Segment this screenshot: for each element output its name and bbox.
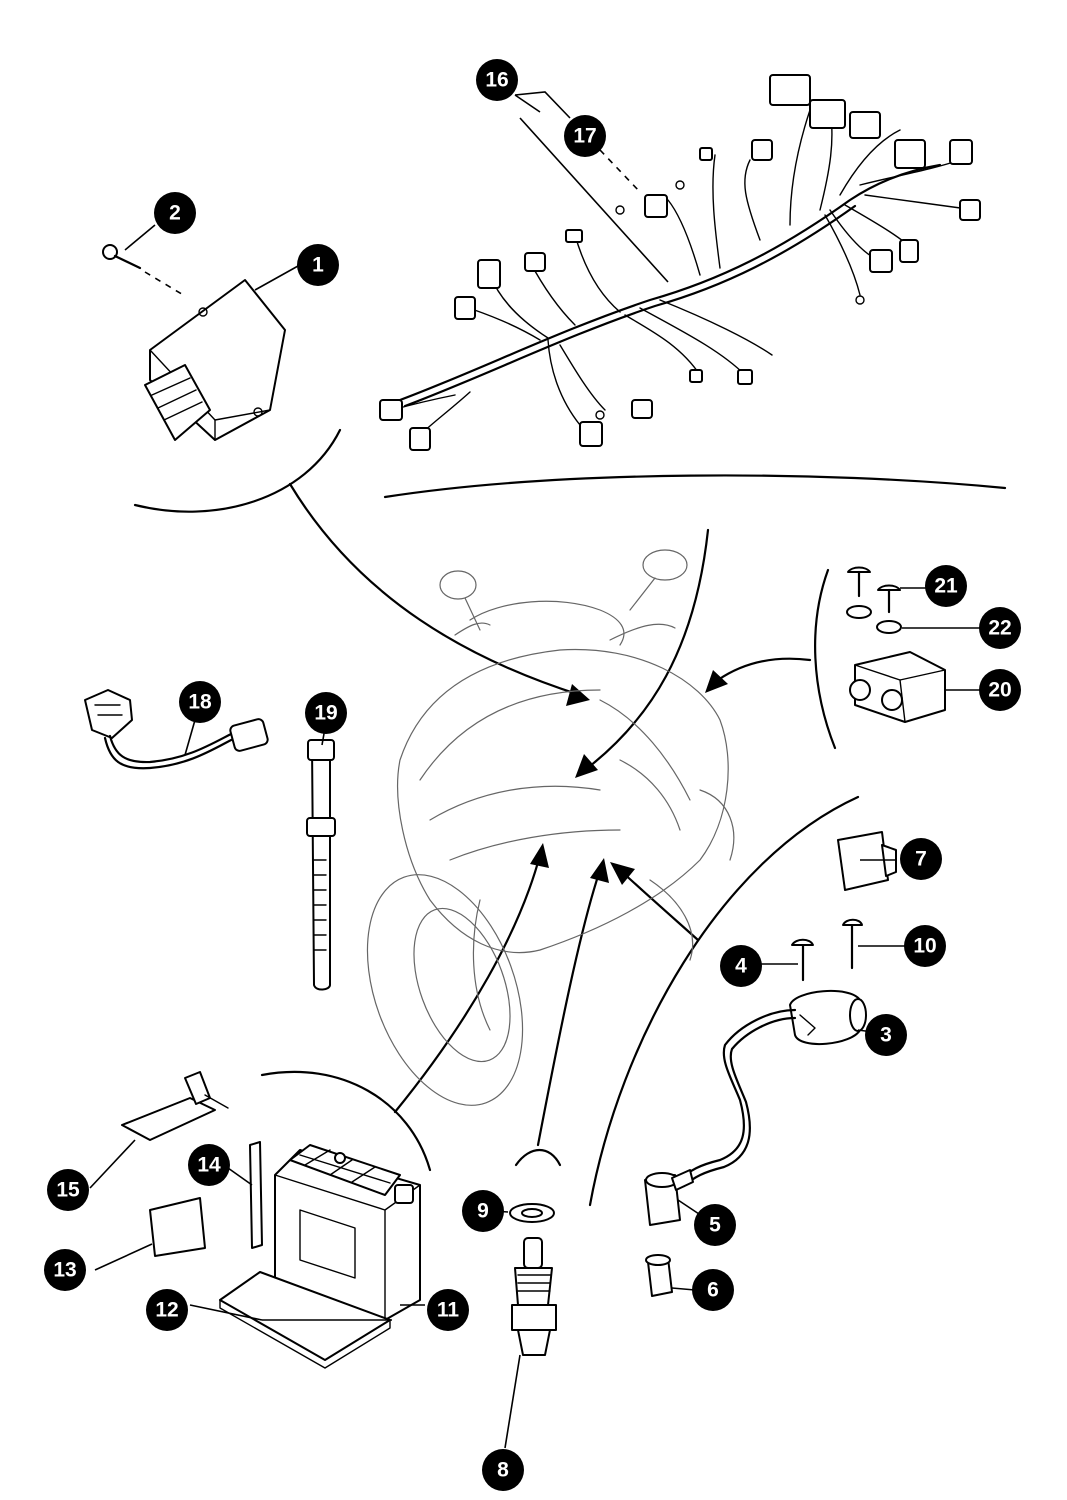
svg-text:4: 4: [735, 955, 747, 978]
callout-17: 17: [564, 115, 606, 157]
callout-15: 15: [47, 1169, 89, 1211]
callout-11: 11: [427, 1289, 469, 1331]
svg-text:3: 3: [880, 1024, 892, 1047]
callout-18: 18: [179, 681, 221, 723]
bolt-part-2: [102, 244, 186, 297]
svg-text:17: 17: [573, 125, 596, 148]
callout-10: 10: [904, 925, 946, 967]
cdi-unit-part-1: [144, 279, 286, 441]
callout-4: 4: [720, 945, 762, 987]
battery-label-part-13: [94, 1197, 206, 1271]
washer-part-22: [846, 605, 980, 634]
svg-text:10: 10: [913, 935, 936, 958]
screw-part-4: [760, 938, 814, 982]
svg-text:20: 20: [988, 679, 1011, 702]
callout-16: 16: [476, 59, 518, 101]
pointer-arrows: [288, 482, 812, 1147]
svg-text:15: 15: [56, 1179, 80, 1202]
svg-text:18: 18: [188, 691, 212, 714]
battery-mat-part-12: [189, 1271, 392, 1369]
callout-1: 1: [297, 244, 339, 286]
svg-text:1: 1: [312, 254, 324, 277]
svg-text:5: 5: [709, 1214, 721, 1237]
callout-9: 9: [462, 1190, 504, 1232]
callout-3: 3: [865, 1014, 907, 1056]
svg-text:14: 14: [197, 1154, 221, 1177]
callout-13: 13: [44, 1249, 86, 1291]
svg-text:2: 2: [169, 202, 181, 225]
svg-text:11: 11: [437, 1299, 460, 1322]
svg-text:9: 9: [477, 1200, 489, 1223]
svg-text:22: 22: [988, 617, 1011, 640]
cap-part-6: [645, 1254, 696, 1297]
svg-text:21: 21: [934, 575, 958, 598]
svg-text:19: 19: [314, 702, 337, 725]
cable-tie-part-19: [306, 739, 336, 991]
callouts: 1 2 3 4 5 6 7 8 9 10 11 12 13 14 15 16 1…: [44, 59, 1021, 1491]
callout-22: 22: [979, 607, 1021, 649]
section-dividers: [133, 428, 1007, 1207]
svg-text:16: 16: [485, 69, 508, 92]
svg-text:7: 7: [915, 848, 927, 871]
svg-text:13: 13: [53, 1259, 76, 1282]
ignition-coil-part-3: [678, 989, 881, 1188]
scooter-outline: [366, 549, 735, 1106]
relay-part-7: [837, 831, 897, 891]
svg-text:12: 12: [155, 1299, 178, 1322]
callout-19: 19: [305, 692, 347, 734]
spark-plug-part-8: [504, 1237, 557, 1449]
callout-14: 14: [188, 1144, 230, 1186]
battery-breather-part-14: [227, 1141, 263, 1249]
callout-12: 12: [146, 1289, 188, 1331]
plug-cap-part-5: [644, 1169, 706, 1226]
washer-part-9: [509, 1203, 555, 1223]
battery-part-11: [274, 1144, 425, 1321]
callout-8: 8: [482, 1449, 524, 1491]
wiring-harness-part-16: [379, 74, 981, 451]
callout-21: 21: [925, 565, 967, 607]
battery-strap-part-15: [89, 1071, 229, 1189]
callout-20: 20: [979, 669, 1021, 711]
relay-part-20: [849, 651, 980, 723]
callout-7: 7: [900, 838, 942, 880]
screw-part-21: [847, 566, 927, 614]
callout-5: 5: [694, 1204, 736, 1246]
callout-6: 6: [692, 1269, 734, 1311]
svg-text:6: 6: [707, 1279, 719, 1302]
sensor-part-18: [84, 689, 269, 770]
svg-text:8: 8: [497, 1459, 509, 1482]
callout-2: 2: [154, 192, 196, 234]
bolt-part-10: [842, 918, 905, 970]
